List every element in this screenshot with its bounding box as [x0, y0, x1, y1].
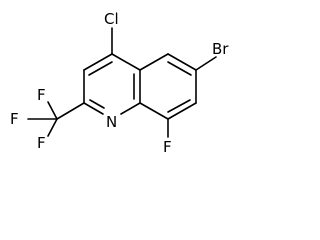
- bond-c4-c4a: [111, 53, 141, 71]
- bond-c2-n: [83, 102, 104, 115]
- bond-cf3-f-bottom: [47, 118, 58, 137]
- molecule-structure: Cl Br N F F F F: [10, 10, 229, 156]
- bond-c2-n-double: [89, 99, 105, 109]
- atom-cl-label: Cl: [104, 10, 119, 28]
- bond-cf3-f-top: [47, 101, 58, 120]
- bond-c2-cf3: [56, 102, 85, 120]
- atom-br-label: Br: [212, 40, 229, 58]
- bond-c7-c8-double: [167, 99, 191, 113]
- bond-c4-c3: [83, 53, 113, 71]
- bond-c4a-c5: [139, 53, 169, 71]
- atom-f-top-label: F: [37, 86, 46, 104]
- atom-f-bottom-label: F: [37, 134, 46, 152]
- bond-c6-br: [195, 56, 217, 71]
- bond-n-c8a: [120, 102, 141, 115]
- bond-c5-c6-double: [167, 61, 192, 76]
- bond-c5-c6: [167, 53, 197, 71]
- bond-c7-c8: [167, 102, 197, 120]
- bond-c4-c3-double: [88, 61, 113, 76]
- atom-f8-label: F: [163, 138, 172, 156]
- atom-f-left-label: F: [10, 110, 19, 128]
- bond-c8-c8a: [139, 102, 169, 120]
- atom-n-label: N: [106, 113, 117, 131]
